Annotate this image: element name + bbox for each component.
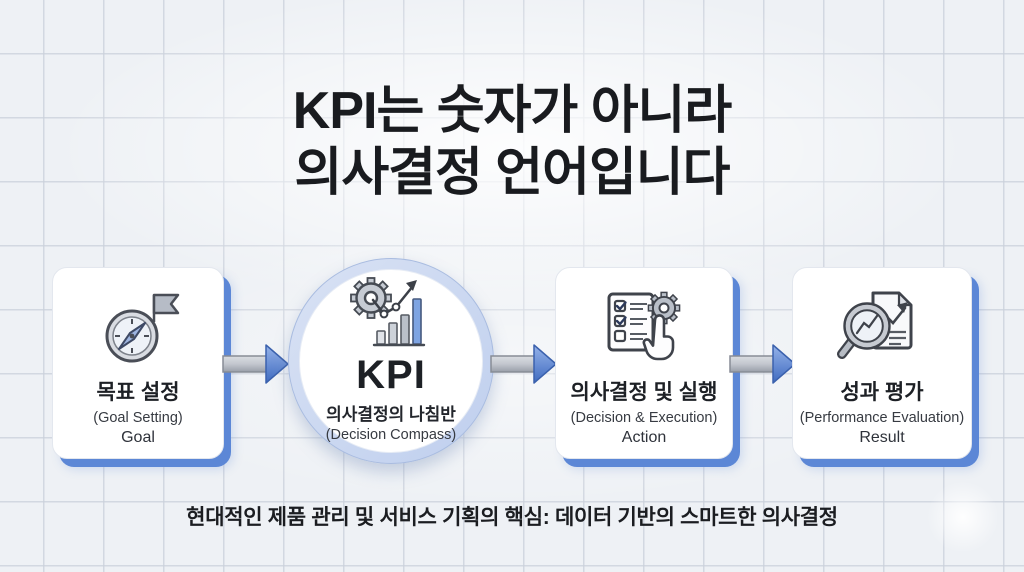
step-label: Result (859, 429, 905, 446)
kpi-circle: KPI 의사결정의 나침반 (Decision Compass) (288, 258, 494, 464)
step-title-ko: 의사결정 및 실행 (570, 381, 718, 404)
page-title: KPI는 숫자가 아니라 의사결정 언어입니다 (0, 80, 1024, 204)
title-line-1: KPI는 숫자가 아니라 (292, 82, 732, 140)
title-line-2: 의사결정 언어입니다 (294, 144, 730, 202)
flow-arrow-icon (490, 344, 557, 384)
step-title-ko: 목표 설정 (96, 381, 180, 404)
flow-arrow-icon (222, 344, 289, 384)
step-card-action: 의사결정 및 실행 (Decision & Execution) Action (555, 267, 733, 459)
magnifier-report-icon (837, 284, 927, 372)
step-card-result: 성과 평가 (Performance Evaluation) Result (792, 267, 972, 459)
step-subtitle-en: (Goal Setting) (93, 410, 183, 426)
gear-chart-icon (349, 277, 433, 351)
step-title-ko: 성과 평가 (840, 381, 924, 404)
step-label: Action (621, 429, 667, 446)
step-label: Goal (121, 429, 155, 446)
checklist-hand-icon (602, 284, 686, 372)
kpi-subtitle-en: (Decision Compass) (325, 427, 457, 443)
kpi-title: KPI (356, 353, 426, 397)
kpi-subtitle-ko: 의사결정의 나침반 (326, 405, 456, 424)
footer-caption: 현대적인 제품 관리 및 서비스 기획의 핵심: 데이터 기반의 스마트한 의사… (186, 506, 838, 529)
step-subtitle-en: (Decision & Execution) (570, 410, 718, 426)
compass-flag-icon (96, 284, 180, 372)
flow-arrow-icon (729, 344, 796, 384)
kpi-circle-inner: KPI 의사결정의 나침반 (Decision Compass) (299, 269, 483, 453)
step-card-goal: 목표 설정 (Goal Setting) Goal (52, 267, 224, 459)
step-subtitle-en: (Performance Evaluation) (799, 410, 965, 426)
